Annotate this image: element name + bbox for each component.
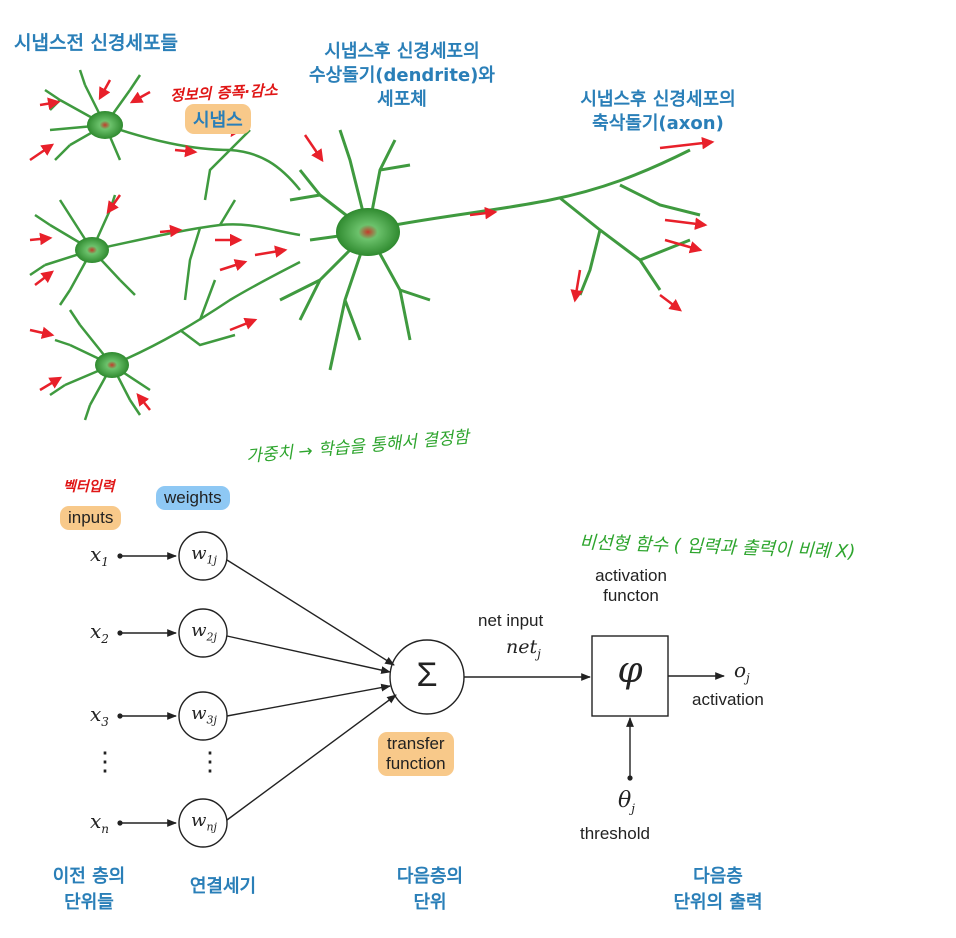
prev-layer-label: 이전 층의 단위들: [52, 866, 126, 913]
input-x3: x3: [90, 702, 109, 729]
weight-node-n: [178, 798, 228, 848]
weight-arrow-3: [226, 683, 391, 717]
weight-w3j: w3j: [191, 703, 217, 727]
next-unit-label: 다음층의 단위: [396, 866, 464, 913]
threshold-label: threshold: [580, 824, 650, 843]
weights-label: weights: [156, 486, 230, 510]
weight-arrow-1: [226, 559, 395, 666]
phi-symbol: φ: [617, 650, 643, 691]
weight-arrow-n: [226, 694, 397, 821]
output-symbol: oj: [734, 658, 750, 685]
weight-w2j: w2j: [191, 620, 217, 644]
soma-1: [87, 111, 123, 139]
axon-label: 시냅스후 신경세포의 축삭돌기(axon): [580, 89, 736, 134]
weight-node-1: [178, 531, 228, 581]
connection-strength-label: 연결세기: [189, 876, 257, 897]
presynaptic-neuron-3: [49, 260, 301, 421]
inputs-note: 벡터입력: [63, 479, 115, 495]
weight-node-2: [178, 608, 228, 658]
postsynaptic-soma: [336, 208, 400, 256]
presynaptic-neuron-2: [29, 194, 301, 306]
weight-ellipsis: ⋮: [197, 746, 223, 776]
theta-symbol: θj: [618, 788, 635, 816]
inputs-label: inputs: [60, 506, 122, 530]
next-output-label: 다음층 단위의 출력: [673, 866, 763, 913]
synapse-label: 시냅스: [185, 104, 251, 134]
weight-arrow-2: [226, 635, 391, 674]
weight-wnj: wnj: [191, 810, 217, 834]
soma-2: [75, 237, 109, 263]
neuron-illustration: [29, 69, 715, 421]
input-x2: x2: [90, 619, 109, 646]
net-input-label: net input: [478, 611, 544, 630]
input-xn: xn: [90, 809, 110, 836]
weight-w1j: w1j: [191, 543, 217, 567]
dendrite-label: 시냅스후 신경세포의 수상돌기(dendrite)와 세포체: [309, 41, 495, 110]
sum-symbol: Σ: [416, 656, 438, 694]
transfer-function-label: transfer function: [378, 732, 454, 776]
postsynaptic-neuron: [279, 129, 701, 371]
activation-function-label: activation functon: [595, 566, 667, 605]
input-ellipsis: ⋮: [92, 746, 118, 776]
soma-3: [95, 352, 129, 378]
output-label: activation: [692, 690, 764, 709]
net-symbol: netj: [506, 636, 541, 661]
presynaptic-label: 시냅스전 신경세포들: [14, 32, 178, 54]
input-x1: x1: [90, 542, 109, 569]
